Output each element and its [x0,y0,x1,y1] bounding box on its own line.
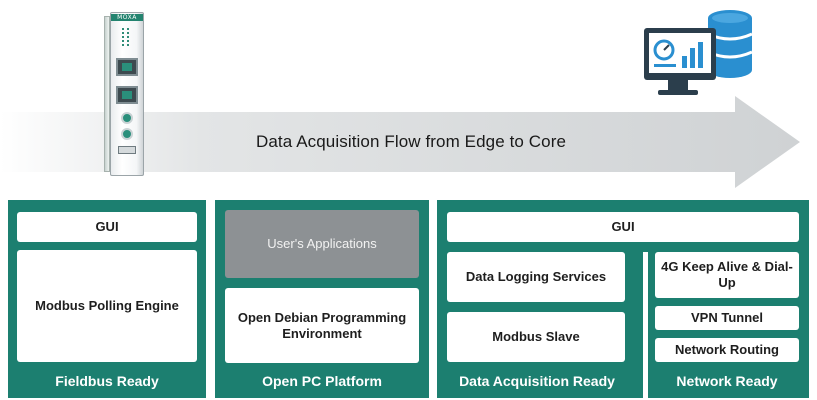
panel-divider [643,252,648,398]
network-ready-label: Network Ready [676,373,778,389]
vpn-tunnel-box: VPN Tunnel [655,306,799,330]
data-logging-services-box: Data Logging Services [447,252,625,302]
fieldbus-panel: GUI Modbus Polling Engine Fieldbus Ready [8,200,206,398]
fieldbus-ready-label: Fieldbus Ready [55,373,159,389]
device-brand-label: MOXA [111,14,143,21]
data-acquisition-ready-label: Data Acquisition Ready [459,373,615,389]
open-pc-platform-label: Open PC Platform [262,373,382,389]
monitor-database-icon [644,10,753,95]
flow-arrow [0,96,800,188]
open-debian-environment-box: Open Debian Programming Environment [225,288,419,363]
gui-box-shared: GUI [447,212,799,242]
device-gateway-icon: MOXA [104,4,148,180]
modbus-polling-engine-box: Modbus Polling Engine [17,250,197,362]
network-routing-box: Network Routing [655,338,799,362]
4g-keep-alive-box: 4G Keep Alive & Dial-Up [655,252,799,298]
gui-box: GUI [17,212,197,242]
flow-label: Data Acquisition Flow from Edge to Core [256,132,567,151]
users-applications-box: User's Applications [225,210,419,278]
modbus-slave-box: Modbus Slave [447,312,625,362]
open-pc-panel: User's Applications Open Debian Programm… [215,200,429,398]
